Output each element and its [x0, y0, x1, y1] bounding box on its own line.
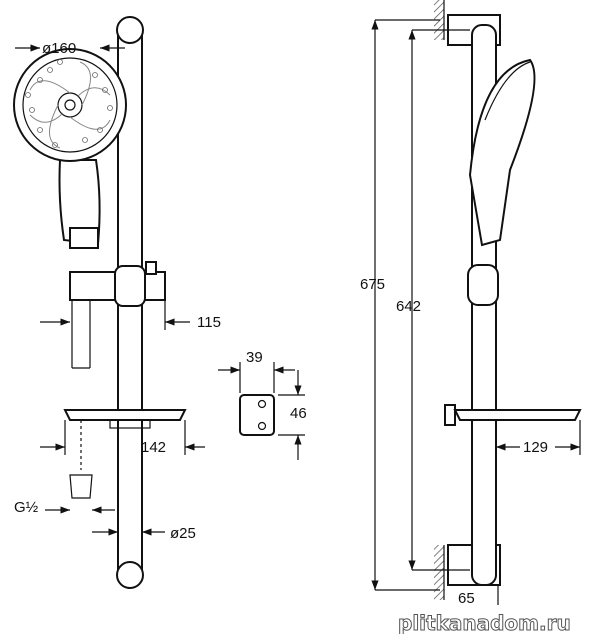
hose: [69, 300, 93, 499]
side-view: 675 642 129 65: [360, 0, 582, 607]
watermark: plitkanadom.ru: [398, 611, 571, 634]
dim-bracket-height: 46: [290, 405, 307, 422]
bracket-detail: 39 46: [218, 349, 307, 460]
dim-bracket-width: 39: [246, 349, 263, 366]
slider-holder: [69, 227, 166, 307]
dim-soap-dish-depth: 142: [141, 439, 166, 456]
front-view: ø160 115 142 G½ ø25: [13, 16, 221, 589]
dim-wall-offset: 65: [458, 590, 475, 607]
shower-head: [13, 48, 127, 246]
dim-head-diameter: ø160: [42, 40, 76, 57]
dim-rail-diameter: ø25: [170, 525, 196, 542]
dim-hose-connection: G½: [14, 499, 39, 516]
dim-bracket-spacing: 642: [396, 298, 421, 315]
dimension-lines: [15, 44, 205, 536]
dim-soap-dish-projection: 129: [523, 439, 548, 456]
wall-hatch-bottom: [434, 545, 444, 600]
dim-total-height: 675: [360, 276, 385, 293]
dim-slider-offset: 115: [197, 314, 221, 331]
soap-dish: [63, 409, 187, 429]
